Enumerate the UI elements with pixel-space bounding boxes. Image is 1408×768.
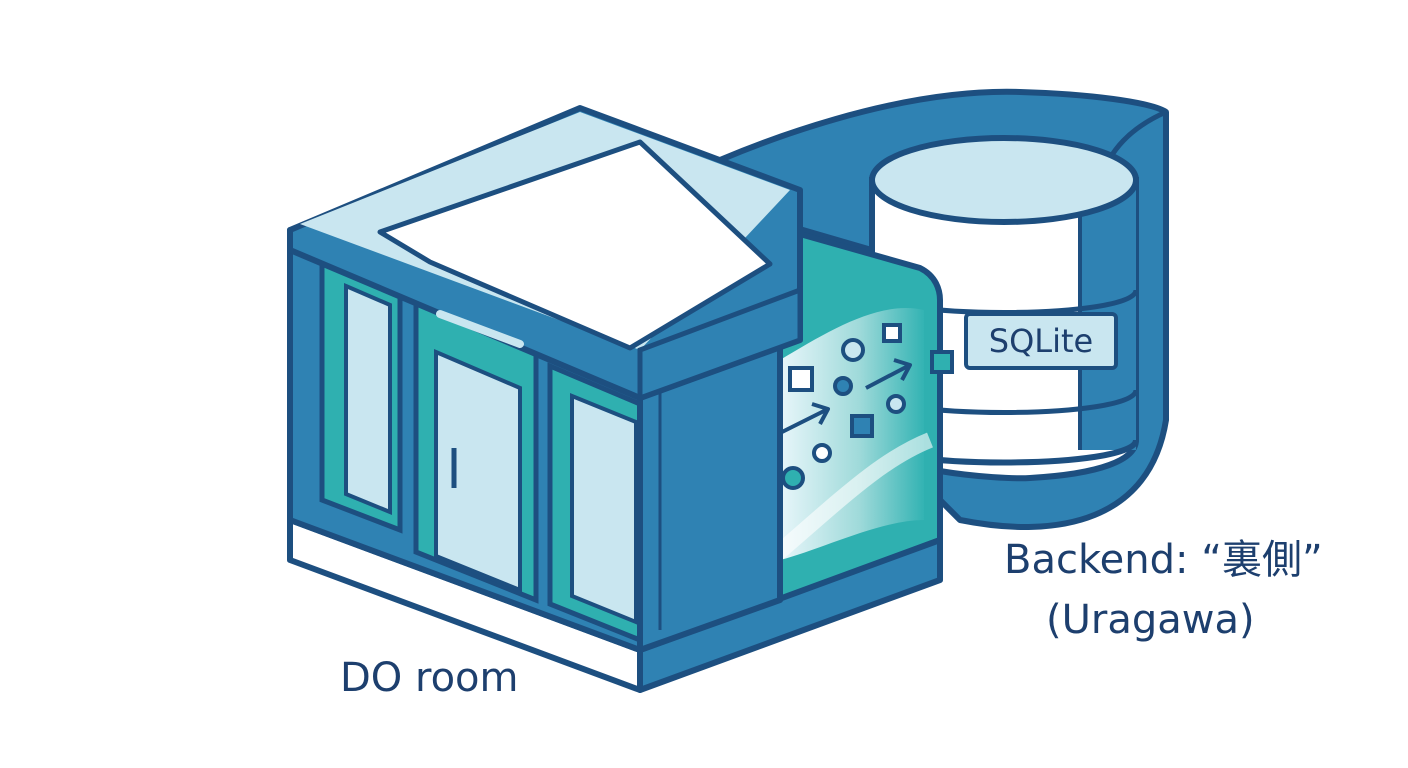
database-label: SQLite <box>988 322 1094 360</box>
backend-label: Backend: “裏側” <box>1004 537 1323 583</box>
data-flow-arrows-icon <box>781 323 954 490</box>
room-label: DO room <box>340 655 519 701</box>
backend-sublabel: (Uragawa) <box>1046 597 1255 643</box>
database-label-box <box>964 312 1118 370</box>
room-cube-icon <box>287 105 943 693</box>
